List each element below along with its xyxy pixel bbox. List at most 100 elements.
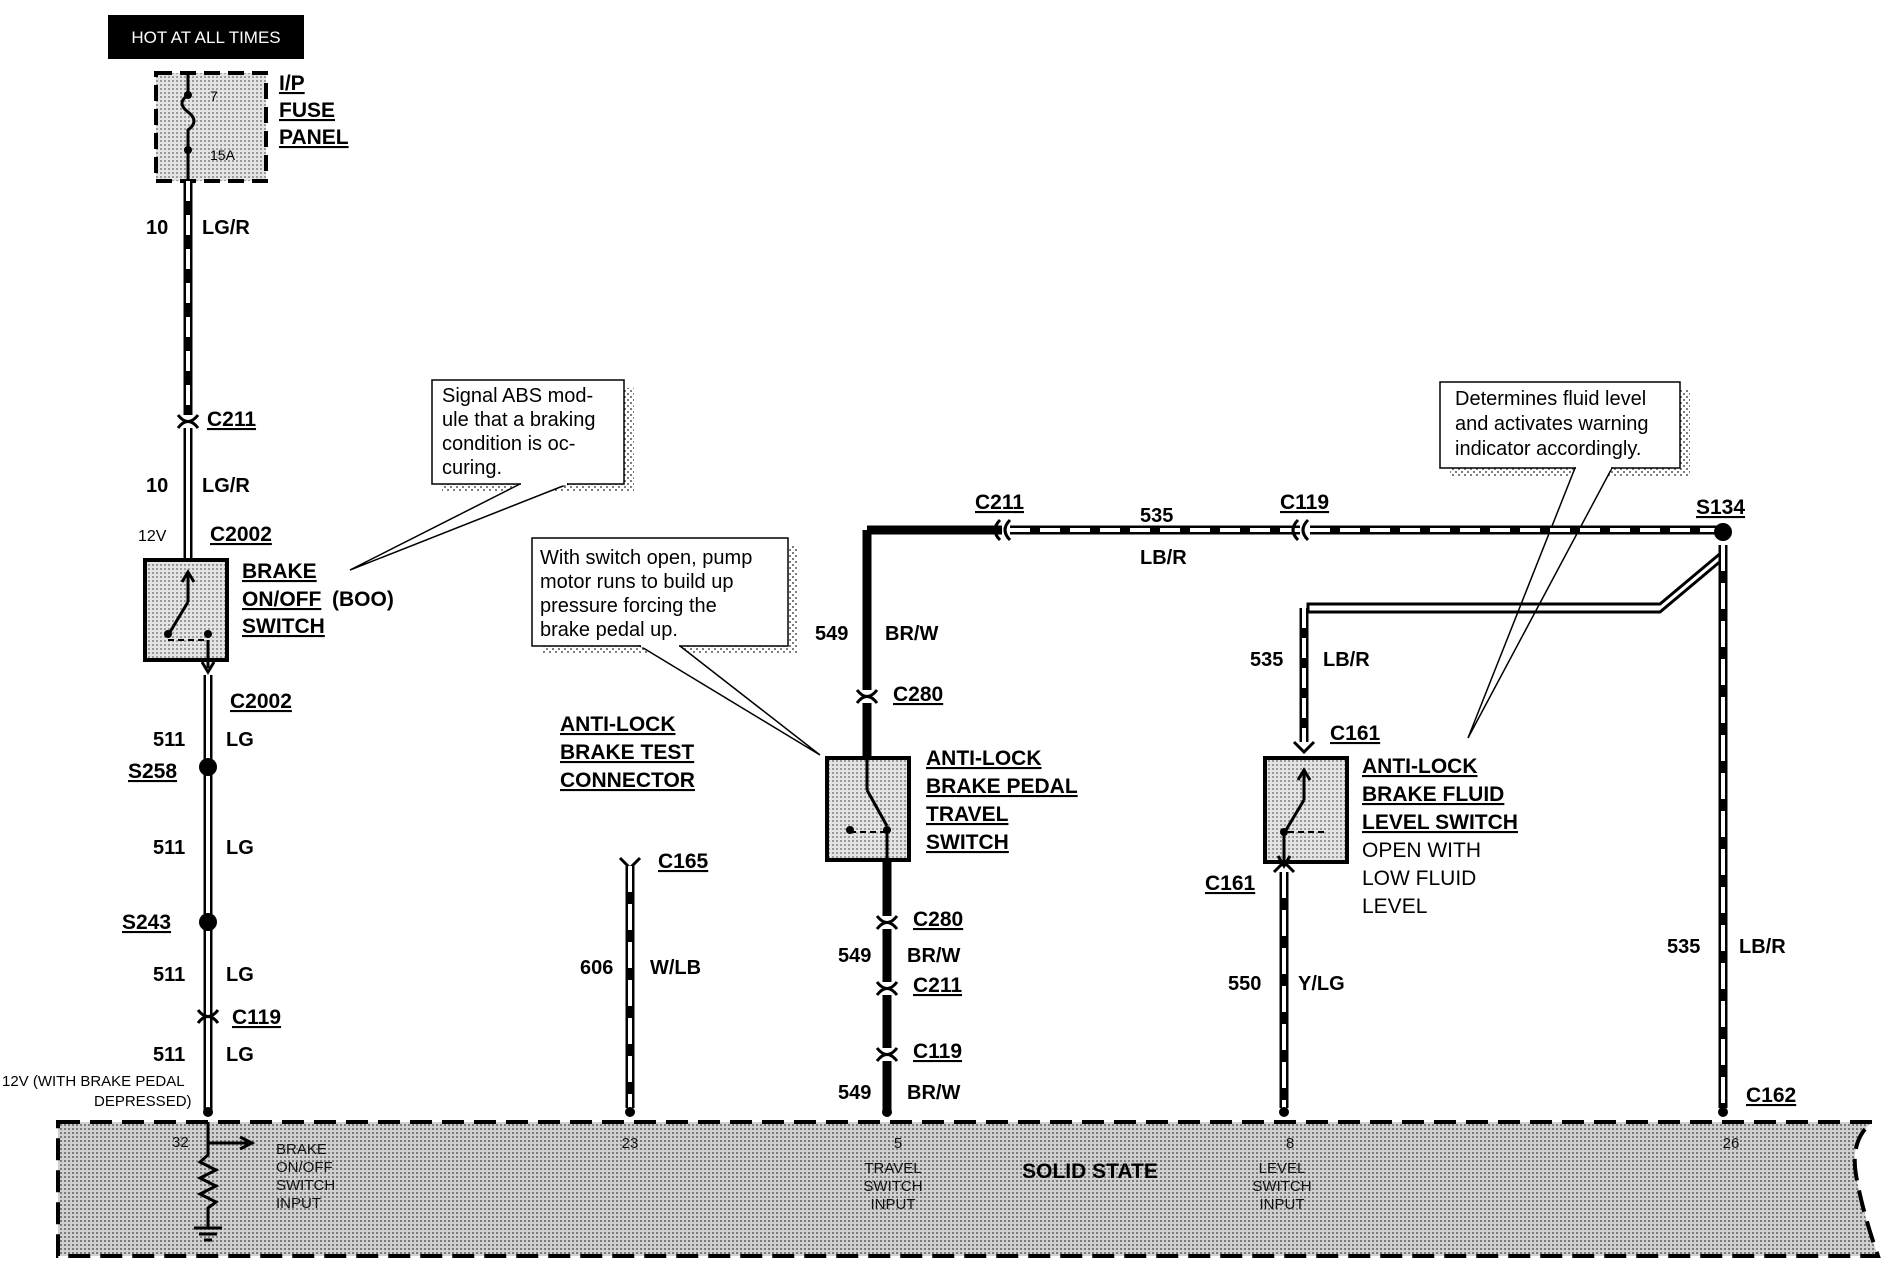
connector-c2002-top: C2002 <box>210 523 272 546</box>
fluid-note-2: LOW FLUID <box>1362 867 1476 890</box>
fluid-note-line-1: Determines fluid level <box>1455 388 1646 410</box>
connector-c161-bottom: C161 <box>1205 872 1256 895</box>
pin-5-label-2: SWITCH <box>863 1178 922 1195</box>
fuse-panel-label-1: I/P <box>279 72 305 95</box>
wire-549-number-3: 549 <box>838 1082 871 1104</box>
wire-10-number-lower: 10 <box>146 475 168 497</box>
pin-32-label-2: ON/OFF <box>276 1159 333 1176</box>
fluid-label-3: LEVEL SWITCH <box>1362 811 1518 834</box>
fuse-panel-label-3: PANEL <box>279 126 349 149</box>
connector-c165: C165 <box>658 850 709 873</box>
test-connector-label-1: ANTI-LOCK <box>560 713 675 736</box>
pin-5: 5 <box>894 1135 902 1152</box>
pump-note-line-4: brake pedal up. <box>540 619 678 641</box>
travel-switch <box>825 756 911 862</box>
arrow-down-icon <box>1276 855 1292 869</box>
splice-s258: S258 <box>128 760 177 783</box>
wire-535-in-number: 535 <box>1250 649 1283 671</box>
pin-26: 26 <box>1723 1135 1740 1152</box>
pump-note-line-3: pressure forcing the <box>540 595 717 617</box>
test-connector-wire <box>618 856 642 1108</box>
boo-label-4: SWITCH <box>242 615 325 638</box>
solid-state-module <box>56 1107 1881 1258</box>
pin-32: 32 <box>172 1134 189 1151</box>
pin-32-label-4: INPUT <box>276 1195 321 1212</box>
top-run-wire <box>867 518 1732 1108</box>
arrow-up-icon <box>1296 767 1312 800</box>
ground-icon <box>194 1226 222 1242</box>
voltage-12v: 12V <box>138 528 167 545</box>
wire-535-right-number: 535 <box>1667 936 1700 958</box>
pin-32-label-3: SWITCH <box>276 1177 335 1194</box>
connector-c2002-bottom: C2002 <box>230 690 292 713</box>
arrow-up-icon <box>180 569 196 602</box>
splice-s134: S134 <box>1696 496 1745 519</box>
splice-s134-dot <box>1714 523 1732 541</box>
fluid-note-3: LEVEL <box>1362 895 1427 918</box>
wire-511-number-1: 511 <box>153 729 185 751</box>
resistor-icon <box>196 1122 220 1228</box>
fuse-panel: 7 15A I/P FUSE PANEL <box>154 71 349 183</box>
connector-c211-travel: C211 <box>913 974 962 997</box>
splice-s243: S243 <box>122 911 171 934</box>
pin-8-label-3: INPUT <box>1260 1196 1305 1213</box>
boo-label-2: ON/OFF <box>242 588 321 611</box>
pin-5-label-3: INPUT <box>871 1196 916 1213</box>
wire-511-number-3: 511 <box>153 964 185 986</box>
fluid-label-2: BRAKE FLUID <box>1362 783 1504 806</box>
wire-535-right-color: LB/R <box>1739 936 1786 958</box>
connector-c119-top: C119 <box>1280 491 1329 514</box>
arrow-right-icon <box>208 1135 256 1151</box>
wire-549-color-2: BR/W <box>907 945 960 967</box>
wire-10-color-lower: LG/R <box>202 475 250 497</box>
note-pump-motor: With switch open, pump motor runs to bui… <box>531 537 821 756</box>
pin-5-label-1: TRAVEL <box>864 1160 921 1177</box>
fluid-note-line-3: indicator accordingly. <box>1455 438 1641 460</box>
wire-535-in-color: LB/R <box>1323 649 1370 671</box>
fluid-note-1: OPEN WITH <box>1362 839 1481 862</box>
wire-549-color-3: BR/W <box>907 1082 960 1104</box>
voltage-note-1: 12V (WITH BRAKE PEDAL <box>2 1073 185 1090</box>
wire-606-number: 606 <box>580 957 613 979</box>
fuse-rating: 15A <box>210 147 236 163</box>
wire-549-number-2: 549 <box>838 945 871 967</box>
wire-10-color: LG/R <box>202 217 250 239</box>
splice-s258-dot <box>199 758 217 776</box>
pump-note-line-2: motor runs to build up <box>540 571 733 593</box>
arrow-down-icon <box>200 640 216 675</box>
connector-c280-top: C280 <box>893 683 943 706</box>
connector-c280-bottom: C280 <box>913 908 963 931</box>
wire-511-color-2: LG <box>226 837 254 859</box>
wire-511-number-2: 511 <box>153 837 185 859</box>
boo-label-3: (BOO) <box>332 588 394 611</box>
left-circuit-wires <box>176 181 220 1110</box>
travel-label-1: ANTI-LOCK <box>926 747 1041 770</box>
connector-c211-top: C211 <box>975 491 1024 514</box>
voltage-note-2: DEPRESSED) <box>94 1093 192 1110</box>
fuse-icon <box>180 73 196 181</box>
wire-549-color-1: BR/W <box>885 623 938 645</box>
wire-511-number-4: 511 <box>153 1044 185 1066</box>
abs-note-line-1: Signal ABS mod- <box>442 385 593 407</box>
hot-at-all-times-tag: HOT AT ALL TIMES <box>108 15 304 59</box>
wire-535-top-number: 535 <box>1140 505 1173 527</box>
test-connector-label-2: BRAKE TEST <box>560 741 694 764</box>
wire-511-color-4: LG <box>226 1044 254 1066</box>
connector-c119-left: C119 <box>232 1006 281 1029</box>
travel-label-3: TRAVEL <box>926 803 1009 826</box>
pin-32-label-1: BRAKE <box>276 1141 327 1158</box>
pump-note-line-1: With switch open, pump <box>540 547 752 569</box>
pin-8: 8 <box>1286 1135 1294 1152</box>
wire-606-color: W/LB <box>650 957 701 979</box>
travel-label-4: SWITCH <box>926 831 1009 854</box>
fluid-note-line-2: and activates warning <box>1455 413 1648 435</box>
abs-note-line-2: ule that a braking <box>442 409 595 431</box>
fluid-switch-output-wire <box>1272 859 1296 1108</box>
pin-8-label-2: SWITCH <box>1252 1178 1311 1195</box>
travel-label-2: BRAKE PEDAL <box>926 775 1078 798</box>
abs-note-line-3: condition is oc- <box>442 433 575 455</box>
fuse-panel-label-2: FUSE <box>279 99 335 122</box>
boo-label-1: BRAKE <box>242 560 317 583</box>
wire-550-color: Y/LG <box>1298 973 1345 995</box>
wire-10-number: 10 <box>146 217 168 239</box>
